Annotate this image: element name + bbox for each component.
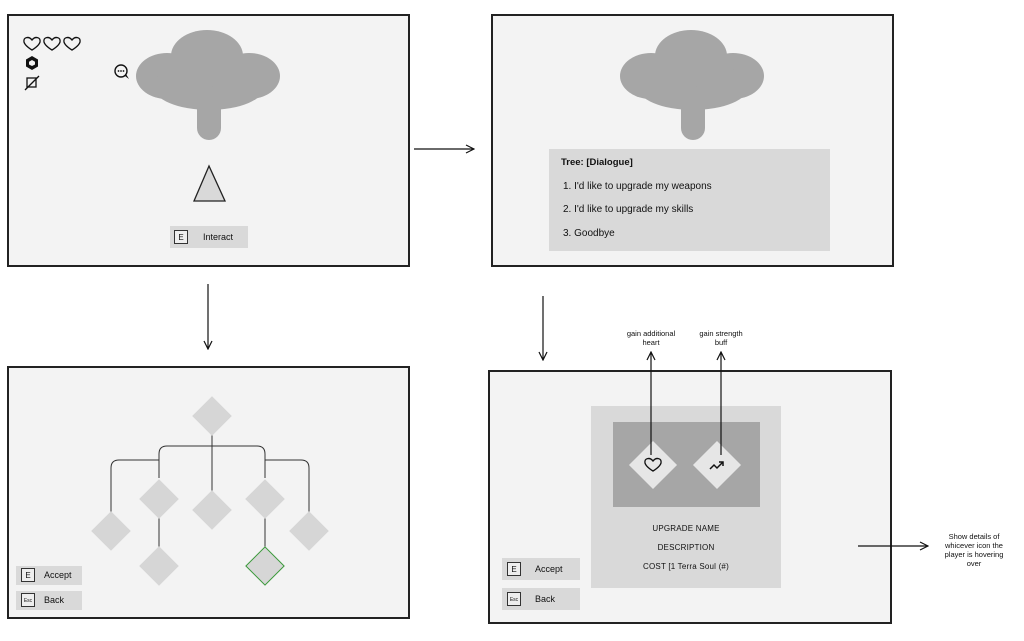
accept-label: Accept (44, 570, 72, 580)
hud-icons (23, 30, 280, 202)
panel-game-view: E Interact (7, 14, 410, 267)
back-button[interactable]: Esc Back (502, 588, 580, 610)
accept-button[interactable]: E Accept (502, 558, 580, 580)
heart-icon (43, 36, 61, 51)
speech-bubble-icon (114, 64, 129, 79)
heart-icon (63, 36, 81, 51)
interact-button[interactable]: E Interact (170, 226, 248, 248)
hover-details-note: Show details of whicever icon the player… (944, 532, 1004, 568)
dialogue-box: Tree: [Dialogue] 1. I'd like to upgrade … (549, 149, 830, 251)
key-e: E (21, 568, 35, 582)
no-weapon-icon (24, 75, 40, 91)
upgrade-card: UPGRADE NAME DESCRIPTION COST [1 Terra S… (591, 406, 781, 588)
key-esc: Esc (21, 593, 35, 607)
heart-icon (23, 36, 41, 51)
tree-npc-svg (620, 30, 764, 140)
dialogue-title: Tree: [Dialogue] (561, 157, 633, 168)
back-label: Back (44, 595, 65, 605)
panel-upgrade-view: UPGRADE NAME DESCRIPTION COST [1 Terra S… (488, 370, 892, 624)
upgrade-cost: COST [1 Terra Soul (#) (643, 562, 729, 571)
panel-skill-tree: E Accept Esc Back (7, 366, 410, 619)
upgrade-icons (644, 457, 724, 472)
key-esc: Esc (507, 592, 521, 606)
key-e: E (507, 562, 521, 576)
upgrade-description: DESCRIPTION (657, 543, 715, 552)
tree-npc (620, 30, 764, 140)
accept-button[interactable]: E Accept (16, 566, 82, 585)
heart-upgrade-note: gain additional heart (626, 329, 676, 347)
back-label: Back (535, 594, 556, 604)
key-e: E (174, 230, 188, 244)
dialogue-option-skills[interactable]: 2. I'd like to upgrade my skills (563, 204, 694, 215)
panel-dialogue-view: Tree: [Dialogue] 1. I'd like to upgrade … (491, 14, 894, 267)
back-button[interactable]: Esc Back (16, 591, 82, 610)
strength-upgrade-note: gain strength buff (699, 329, 743, 347)
dialogue-option-goodbye[interactable]: 3. Goodbye (563, 228, 615, 239)
tree-npc (136, 30, 280, 140)
heart-icon (644, 457, 662, 472)
trending-up-icon (709, 461, 724, 470)
upgrade-icon-area (613, 422, 760, 507)
dialogue-option-weapons[interactable]: 1. I'd like to upgrade my weapons (563, 181, 712, 192)
player-triangle (193, 164, 227, 202)
upgrade-name: UPGRADE NAME (652, 524, 720, 533)
accept-label: Accept (535, 564, 563, 574)
heart-icons (23, 36, 81, 51)
interact-label: Interact (203, 232, 234, 242)
